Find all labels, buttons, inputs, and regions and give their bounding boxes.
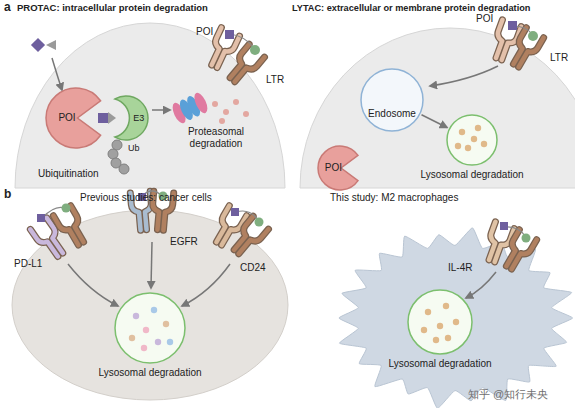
cargo-dot	[455, 143, 461, 149]
node-label: Endosome	[368, 108, 416, 120]
node-shape	[114, 292, 186, 364]
node-label: POI	[325, 162, 342, 174]
node-shape	[360, 68, 424, 132]
label: Ubiquitination	[38, 168, 99, 180]
node-outline	[115, 96, 148, 140]
linker	[108, 112, 116, 124]
lysosome: Lysosomal degradation	[418, 114, 525, 181]
macrophage-outline	[339, 228, 573, 408]
cargo-dot	[459, 129, 465, 135]
cargo-dot	[471, 136, 477, 142]
e3-ligase: E3	[104, 96, 148, 140]
label: LTR	[266, 74, 284, 86]
ub-chain	[108, 140, 129, 174]
node-shape	[407, 289, 473, 355]
cell	[300, 28, 575, 188]
label: EGFR	[170, 236, 198, 248]
cargo-dot	[129, 335, 135, 341]
ltr-receptor	[225, 44, 265, 86]
target-protein: POI	[46, 88, 106, 148]
label: Ub	[128, 143, 140, 153]
peptides	[212, 99, 249, 124]
label: Previous studies: cancer cells	[80, 192, 212, 204]
lytac-molecules	[37, 191, 264, 227]
label: POI	[476, 13, 493, 25]
label: IL-4R	[448, 262, 472, 274]
protac-molecule	[31, 38, 56, 52]
label: LTR	[550, 52, 568, 64]
ligand-square	[98, 113, 108, 123]
cargo-dot	[421, 327, 427, 333]
node-outline	[115, 293, 185, 363]
panel-title: LYTAC: extracellular or membrane protein…	[292, 3, 530, 14]
node-outline	[447, 115, 497, 165]
label: CD24	[240, 262, 266, 274]
label: POI	[196, 26, 213, 38]
cargo-dot	[425, 309, 431, 315]
lysosome: Lysosomal degradation	[386, 289, 493, 370]
cargo-dot	[155, 339, 161, 345]
cargo-dot	[167, 339, 173, 345]
arrow	[466, 272, 496, 298]
cargo-dot	[141, 345, 147, 351]
node-shape	[46, 88, 106, 148]
node-label: E3	[133, 113, 144, 123]
node-shape	[446, 114, 498, 166]
node-outline	[318, 146, 358, 190]
cargo-dot	[443, 303, 449, 309]
cargo-dot	[163, 321, 169, 327]
cargo-dot	[481, 141, 487, 147]
ltr-receptor	[507, 28, 543, 71]
cargo-dot	[133, 313, 139, 319]
cell	[15, 23, 285, 188]
cargo-dot	[465, 145, 471, 151]
node-label: POI	[58, 112, 75, 124]
cargo-dot	[433, 337, 439, 343]
ltr-receptor	[229, 216, 269, 258]
cargo-dot	[453, 319, 459, 325]
lysosome: Lysosomal degradation	[96, 292, 203, 379]
panel-title: a	[4, 1, 11, 15]
node-label: Lysosomal degradation	[98, 367, 201, 379]
pdl1-receptor	[30, 218, 68, 261]
node-label: Lysosomal degradation	[388, 358, 491, 370]
node-outline	[361, 69, 423, 131]
cargo-dot	[437, 323, 443, 329]
cargo-dot	[151, 307, 157, 313]
internalization-arrow	[430, 66, 498, 86]
cancer-cell	[12, 210, 288, 400]
ltr-receptor	[500, 230, 536, 273]
lytac-molecule	[508, 21, 538, 41]
arrow	[152, 109, 170, 111]
arrow	[182, 264, 230, 306]
panel-title: PROTAC: intracellular protein degradatio…	[17, 3, 208, 14]
entry-arrow	[52, 58, 62, 90]
node-outline	[46, 88, 101, 148]
label: Proteasomal degradation	[180, 126, 252, 149]
label: This study: M2 macrophages	[330, 192, 458, 204]
node-outline	[408, 290, 472, 354]
lytac-molecule	[500, 222, 531, 243]
lytac-molecule	[225, 30, 260, 55]
label: PD-L1	[14, 258, 42, 270]
arrow	[151, 242, 152, 288]
cargo-dot	[143, 327, 149, 333]
arrow	[68, 264, 118, 306]
cargo-dot	[445, 335, 451, 341]
endosome: Endosome	[360, 68, 424, 132]
ltr-receptor	[53, 206, 89, 249]
macrophage	[339, 228, 573, 408]
watermark: 知乎 @知行未央	[468, 388, 548, 401]
target-protein: POI	[318, 146, 362, 190]
node-label: Lysosomal degradation	[420, 169, 523, 181]
connector-arrow	[422, 115, 447, 128]
proteasome	[170, 91, 210, 125]
cargo-dot	[475, 125, 481, 131]
panel-title: b	[4, 188, 11, 202]
